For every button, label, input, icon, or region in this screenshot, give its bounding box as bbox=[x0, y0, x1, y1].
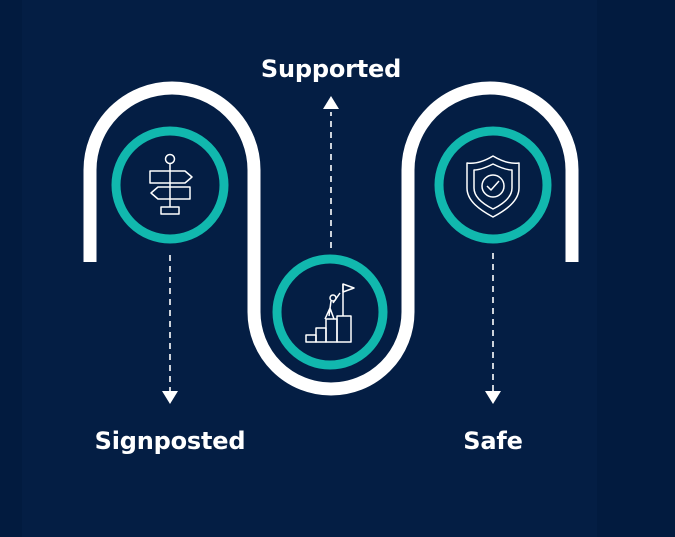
label-supported: Supported bbox=[260, 55, 402, 83]
arrow-signposted bbox=[162, 255, 178, 404]
label-signposted: Signposted bbox=[94, 427, 246, 455]
signpost-icon bbox=[149, 153, 193, 215]
arrow-safe bbox=[485, 253, 501, 404]
shield-check-icon bbox=[466, 155, 520, 218]
label-safe: Safe bbox=[463, 427, 523, 455]
step-circle-safe bbox=[434, 126, 552, 244]
arrow-supported bbox=[323, 96, 339, 248]
journey-path bbox=[83, 81, 579, 396]
summit-flag-icon bbox=[305, 283, 355, 343]
